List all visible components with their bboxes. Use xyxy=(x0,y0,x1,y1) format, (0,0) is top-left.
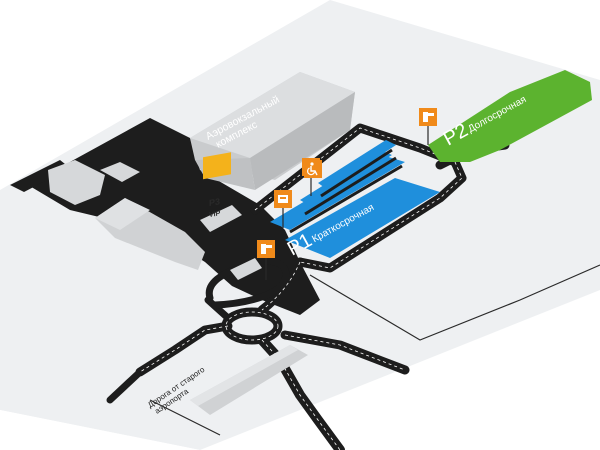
p3-code: P3 xyxy=(209,196,220,208)
parking-ticket-icon xyxy=(261,244,272,254)
sign-ticket-1[interactable] xyxy=(419,108,437,145)
disabled-parking-icon xyxy=(307,162,318,176)
sign-disabled[interactable] xyxy=(304,160,322,196)
p1-short-term-parking[interactable] xyxy=(270,140,440,258)
sign-ticket-3[interactable] xyxy=(257,240,275,280)
sign-payment[interactable] xyxy=(274,190,292,228)
fences xyxy=(149,264,600,436)
terminal-building xyxy=(190,72,355,190)
lane-markings xyxy=(139,127,463,450)
payment-icon xyxy=(278,195,288,203)
parking-ticket-icon xyxy=(423,112,434,122)
p2-long-term-parking[interactable] xyxy=(428,70,592,162)
buildings xyxy=(48,160,308,415)
roundabout-island xyxy=(236,318,268,334)
p3-vip: VIP xyxy=(209,210,221,219)
p3-vip-sign[interactable]: P3 VIP xyxy=(203,152,231,219)
